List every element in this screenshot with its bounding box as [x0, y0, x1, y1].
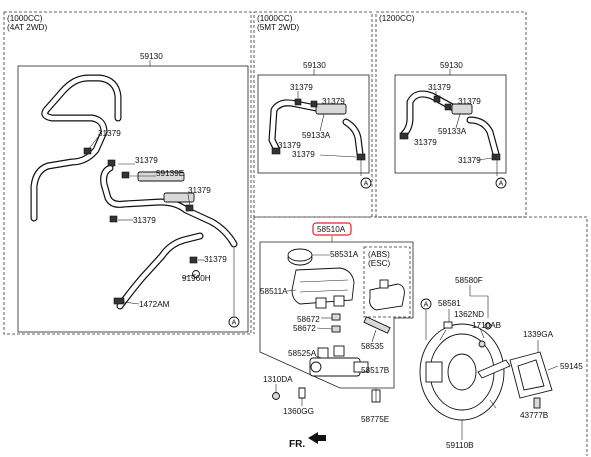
clip-label-31379-b: 31379 [135, 156, 158, 165]
bleeder-screw [371, 388, 381, 403]
ref-circle-a-booster [420, 298, 432, 310]
ref-circle-a-p3 [495, 177, 507, 189]
clip-label-31379-a: 31379 [98, 129, 121, 138]
abs-label: (ABS) [368, 250, 390, 259]
nut-label-1362ND: 1362ND [454, 310, 484, 319]
piston-label-58517B: 58517B [361, 366, 390, 375]
reservoir-label-58511A: 58511A [260, 287, 288, 296]
esc-label: (ESC) [368, 259, 391, 268]
level-sensor [363, 316, 391, 334]
clip-label-31379-p3b: 31379 [458, 97, 481, 106]
panel-1-header-line1: (1000CC) [7, 14, 43, 23]
hose-label-59130-p1: 59130 [140, 52, 163, 61]
sensor-label-58535: 58535 [361, 342, 384, 351]
reservoir-cap [287, 248, 313, 266]
ref-circle-a-p2 [360, 177, 372, 189]
booster-gasket [509, 351, 553, 399]
front-marker-label: FR. [289, 439, 305, 450]
panel-3-inner-box [394, 74, 507, 174]
panel-2-inner-box [257, 74, 370, 174]
clip-label-31379-c: 31379 [188, 186, 211, 195]
svg-text:A: A [232, 320, 237, 327]
ref-circle-a-p1 [228, 316, 240, 328]
panel-1000cc-5mt-frame [253, 11, 373, 218]
booster-screw [533, 397, 541, 409]
screw-label-43777B: 43777B [520, 411, 549, 420]
clip-label-31379-p3c: 31379 [414, 138, 437, 147]
reservoir-tank [291, 267, 355, 309]
panel-3-header-line1: (1200CC) [379, 14, 415, 23]
booster-label-59110B: 59110B [446, 441, 474, 450]
bleeder-label-58775E: 58775E [361, 415, 390, 424]
hose-label-59130-p3: 59130 [440, 61, 463, 70]
master-cylinder-body [309, 345, 369, 377]
master-cylinder-highlight-box [312, 222, 352, 236]
gasket-label-59145: 59145 [560, 362, 583, 371]
svg-text:A: A [499, 181, 504, 188]
vacuum-hose-p1 [30, 74, 238, 310]
panel-1-header-line2: (4AT 2WD) [7, 23, 47, 32]
abs-reservoir [369, 279, 405, 311]
master-cylinder-group-box [259, 241, 414, 389]
check-valve-label-59133A-p2: 59133A [302, 131, 331, 140]
clip-label-31379-p2a: 31379 [290, 83, 313, 92]
panel-1-inner-box [17, 65, 249, 333]
clip-label-31379-e: 31379 [204, 255, 227, 264]
cap-label-58531A: 58531A [330, 250, 359, 259]
master-cylinder-label-58510A: 58510A [317, 225, 346, 234]
nut-label-1310DA: 1310DA [263, 375, 293, 384]
brake-booster [419, 323, 511, 421]
bolt-label-1360GG: 1360GG [283, 407, 314, 416]
hose-label-59130-p2: 59130 [303, 61, 326, 70]
grommets [331, 313, 341, 333]
clip-label-31379-p2d: 31379 [292, 150, 315, 159]
clip-label-31379-d: 31379 [133, 216, 156, 225]
svg-text:A: A [364, 181, 369, 188]
clamp-label-1472AM: 1472AM [139, 300, 170, 309]
panel-2-header-line2: (5MT 2WD) [257, 23, 299, 32]
clip-label-31379-p2c: 31379 [278, 141, 301, 150]
vacuum-hose-p2 [268, 98, 366, 161]
bracket-label-58580F: 58580F [455, 276, 483, 285]
panel-master-cylinder-frame [254, 216, 588, 456]
grommet-label-58672-a: 58672 [297, 315, 320, 324]
bracket-label-91960H: 91960H [182, 274, 211, 283]
svg-text:A: A [424, 302, 429, 309]
panel-1000cc-4at-frame [3, 11, 252, 335]
front-arrow-icon [308, 432, 326, 444]
nut-label-1339GA: 1339GA [523, 330, 554, 339]
clip-label-31379-p2b: 31379 [322, 97, 345, 106]
clip-label-31379-p3a: 31379 [428, 83, 451, 92]
abs-esc-box [363, 246, 411, 318]
vacuum-valve-label-59139E: 59139E [156, 169, 185, 178]
grommet-label-58672-b: 58672 [293, 324, 316, 333]
seal-kit-label-58525A: 58525A [288, 349, 317, 358]
clip-label-31379-p3d: 31379 [458, 156, 481, 165]
washer-label-1710AB: 1710AB [472, 321, 502, 330]
panel-2-header-line1: (1000CC) [257, 14, 293, 23]
vacuum-hose-p3 [399, 90, 501, 161]
pin-label-58581: 58581 [438, 299, 461, 308]
mounting-nut-and-bolt [272, 387, 306, 400]
check-valve-label-59133A-p3: 59133A [438, 127, 467, 136]
